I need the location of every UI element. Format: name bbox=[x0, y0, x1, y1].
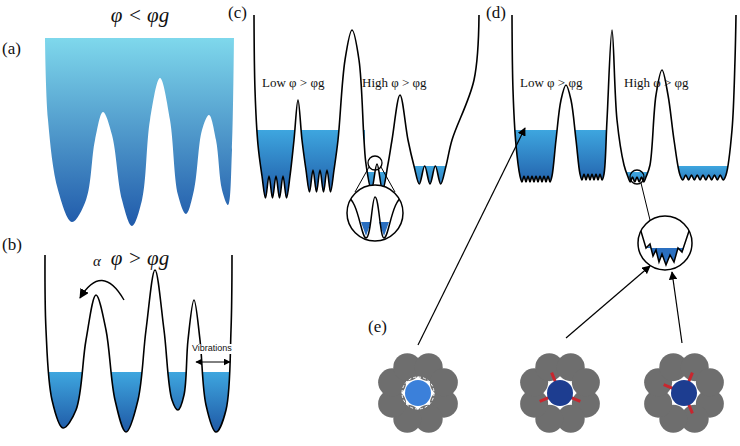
pointer-arrow bbox=[672, 272, 682, 343]
neighbor-particle bbox=[696, 368, 724, 396]
tagged-particle bbox=[547, 380, 573, 406]
zoom-circle bbox=[347, 185, 403, 241]
fluid-fill bbox=[0, 372, 240, 442]
landscape-curve bbox=[45, 255, 232, 432]
fluid-fill bbox=[0, 38, 240, 238]
landscape-curve bbox=[254, 15, 479, 198]
regime-label: High φ > φg bbox=[362, 76, 427, 90]
zoom-curve bbox=[345, 196, 405, 238]
landscape-curve bbox=[512, 15, 736, 182]
cage-outline bbox=[402, 377, 434, 409]
panel-letter: (c) bbox=[228, 4, 247, 23]
regime-label: Low φ > φg bbox=[262, 76, 324, 90]
panel-letter: (a) bbox=[2, 40, 21, 59]
particle-cluster bbox=[520, 353, 600, 433]
zoom-curve bbox=[640, 228, 690, 265]
neighbor-particle bbox=[430, 368, 458, 396]
tagged-particle bbox=[671, 380, 697, 406]
fluid-fill bbox=[676, 166, 740, 196]
condition-label: φ > φg bbox=[111, 247, 169, 270]
zoom-spot bbox=[630, 170, 644, 184]
particle-cluster bbox=[644, 353, 724, 433]
panel-letter: (b) bbox=[2, 236, 22, 255]
fluid-fill bbox=[505, 130, 615, 200]
panel-letter: (d) bbox=[486, 4, 506, 23]
tagged-particle bbox=[405, 380, 431, 406]
vibration-label: Vibrations bbox=[192, 344, 232, 354]
particle-cluster bbox=[378, 353, 458, 433]
condition-label: φ < φg bbox=[111, 4, 169, 27]
vibration-arrow bbox=[196, 362, 230, 363]
fluid-fill bbox=[620, 172, 652, 202]
hop-arrow bbox=[80, 280, 124, 300]
zoom-circle bbox=[638, 216, 692, 270]
rate-symbol: α bbox=[93, 253, 101, 270]
panel-letter: (e) bbox=[368, 318, 387, 337]
neighbor-particle bbox=[572, 368, 600, 396]
pointer-arrow bbox=[418, 128, 525, 345]
fluid-fill bbox=[250, 130, 365, 210]
regime-label: Low φ > φg bbox=[520, 76, 582, 90]
pointer-arrow bbox=[566, 266, 650, 338]
zoom-spot bbox=[368, 156, 382, 170]
zoom-line bbox=[641, 183, 650, 220]
regime-label: High φ > φg bbox=[624, 76, 689, 90]
